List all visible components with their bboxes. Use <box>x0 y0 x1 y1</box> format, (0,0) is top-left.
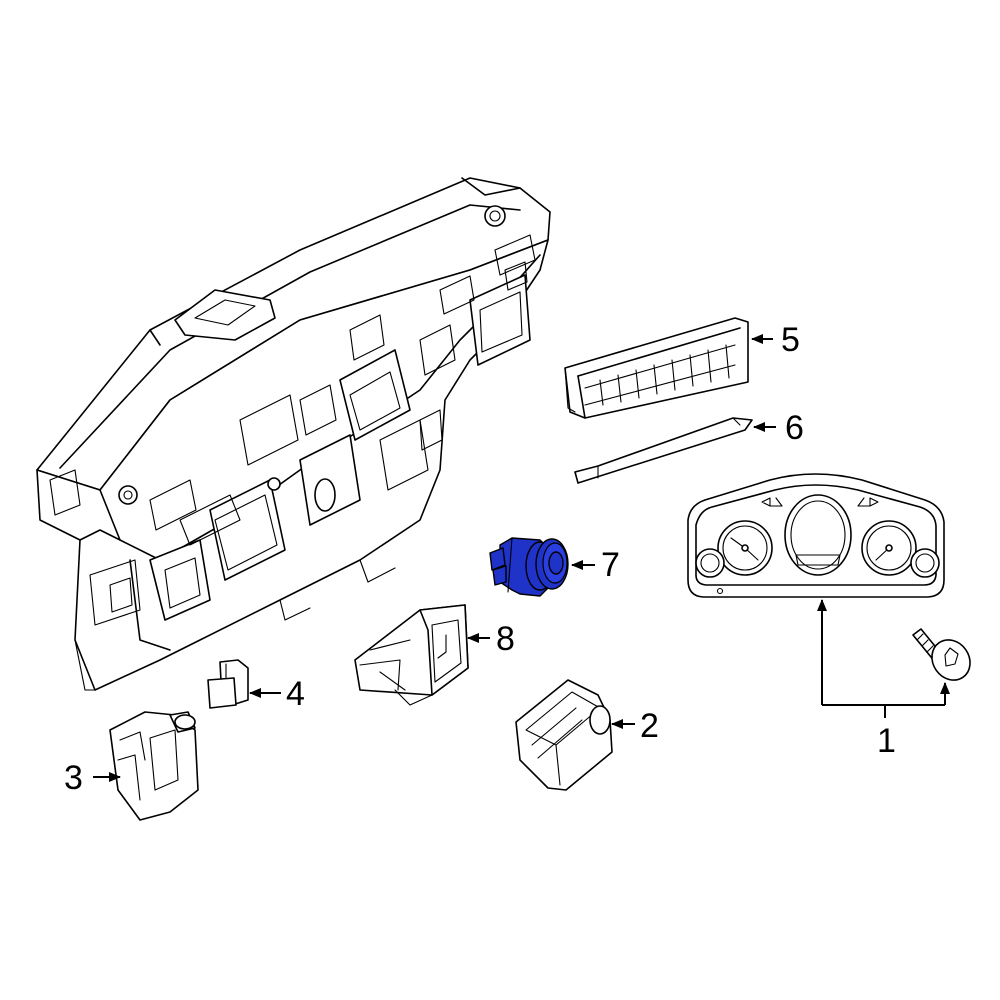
part-6-trim-strip[interactable] <box>574 417 753 484</box>
part-1-instrument-cluster[interactable] <box>687 473 945 598</box>
callout-8: 8 <box>496 620 515 658</box>
part-2-headlight-switch[interactable] <box>515 679 613 791</box>
part-3-switch-module[interactable] <box>109 711 199 821</box>
dashboard-assembly <box>36 177 551 691</box>
part-1-screw[interactable] <box>912 628 978 688</box>
callout-arrows <box>93 334 776 782</box>
callout-4: 4 <box>286 675 305 713</box>
callout-labels: 1 2 3 4 5 6 7 8 <box>64 321 896 797</box>
callout-5: 5 <box>781 321 800 359</box>
part-8-clock[interactable] <box>354 604 469 706</box>
callout-1-bracket <box>817 599 950 718</box>
callout-6: 6 <box>785 409 804 447</box>
callout-2: 2 <box>640 707 659 745</box>
part-5-switch-panel[interactable] <box>564 317 749 419</box>
part-4-connector[interactable] <box>207 659 249 709</box>
callout-7: 7 <box>601 546 620 584</box>
callout-3: 3 <box>64 759 83 797</box>
callout-1: 1 <box>877 722 896 760</box>
part-7-highlighted-switch[interactable] <box>489 537 569 597</box>
